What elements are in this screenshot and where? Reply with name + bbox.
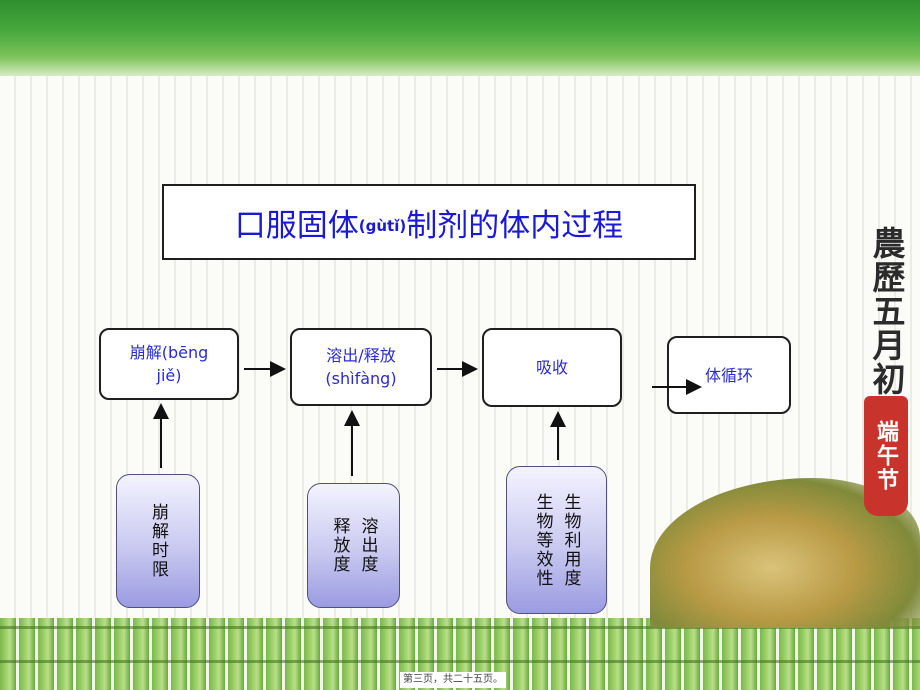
title-box: 口服固体 (gùtǐ) 制剂的体内过程 [162, 184, 696, 260]
process-label: 体循环 [704, 365, 753, 385]
factor-label: 生物等效性 [532, 492, 553, 588]
bamboo-joint [0, 626, 920, 629]
process-box-dissolution: 溶出/释放 (shìfàng) [290, 328, 432, 406]
process-box-disintegration: 崩解(bēng jiě) [99, 328, 239, 400]
bamboo-border [0, 618, 920, 690]
process-label: 溶出/释放 (shìfàng) [325, 346, 397, 388]
process-box-absorption: 吸收 [482, 328, 622, 407]
title-text-start: 口服固体 [234, 207, 359, 244]
factor-label: 生物利用度 [560, 492, 581, 588]
process-label: 崩解(bēng jiě) [129, 343, 209, 385]
bamboo-joint [0, 660, 920, 663]
factor-label: 崩解时限 [148, 503, 168, 579]
factor-box-dissolution-rate: 溶出度 释放度 [307, 483, 400, 608]
green-wave-banner [0, 0, 920, 76]
process-label: 吸收 [535, 358, 568, 377]
title-pinyin: (gùtǐ) [358, 217, 407, 235]
process-box-circulation: 体循环 [667, 336, 791, 414]
festival-badge: 端午节 [864, 396, 908, 516]
page-footer: 第三页，共二十五页。 [400, 672, 506, 688]
factor-box-bioavailability: 生物利用度 生物等效性 [506, 466, 607, 614]
title-text-end: 制剂的体内过程 [406, 207, 624, 244]
factor-box-disintegration-time: 崩解时限 [116, 474, 200, 608]
factor-label: 溶出度 [357, 517, 378, 574]
factor-label: 释放度 [329, 517, 350, 574]
